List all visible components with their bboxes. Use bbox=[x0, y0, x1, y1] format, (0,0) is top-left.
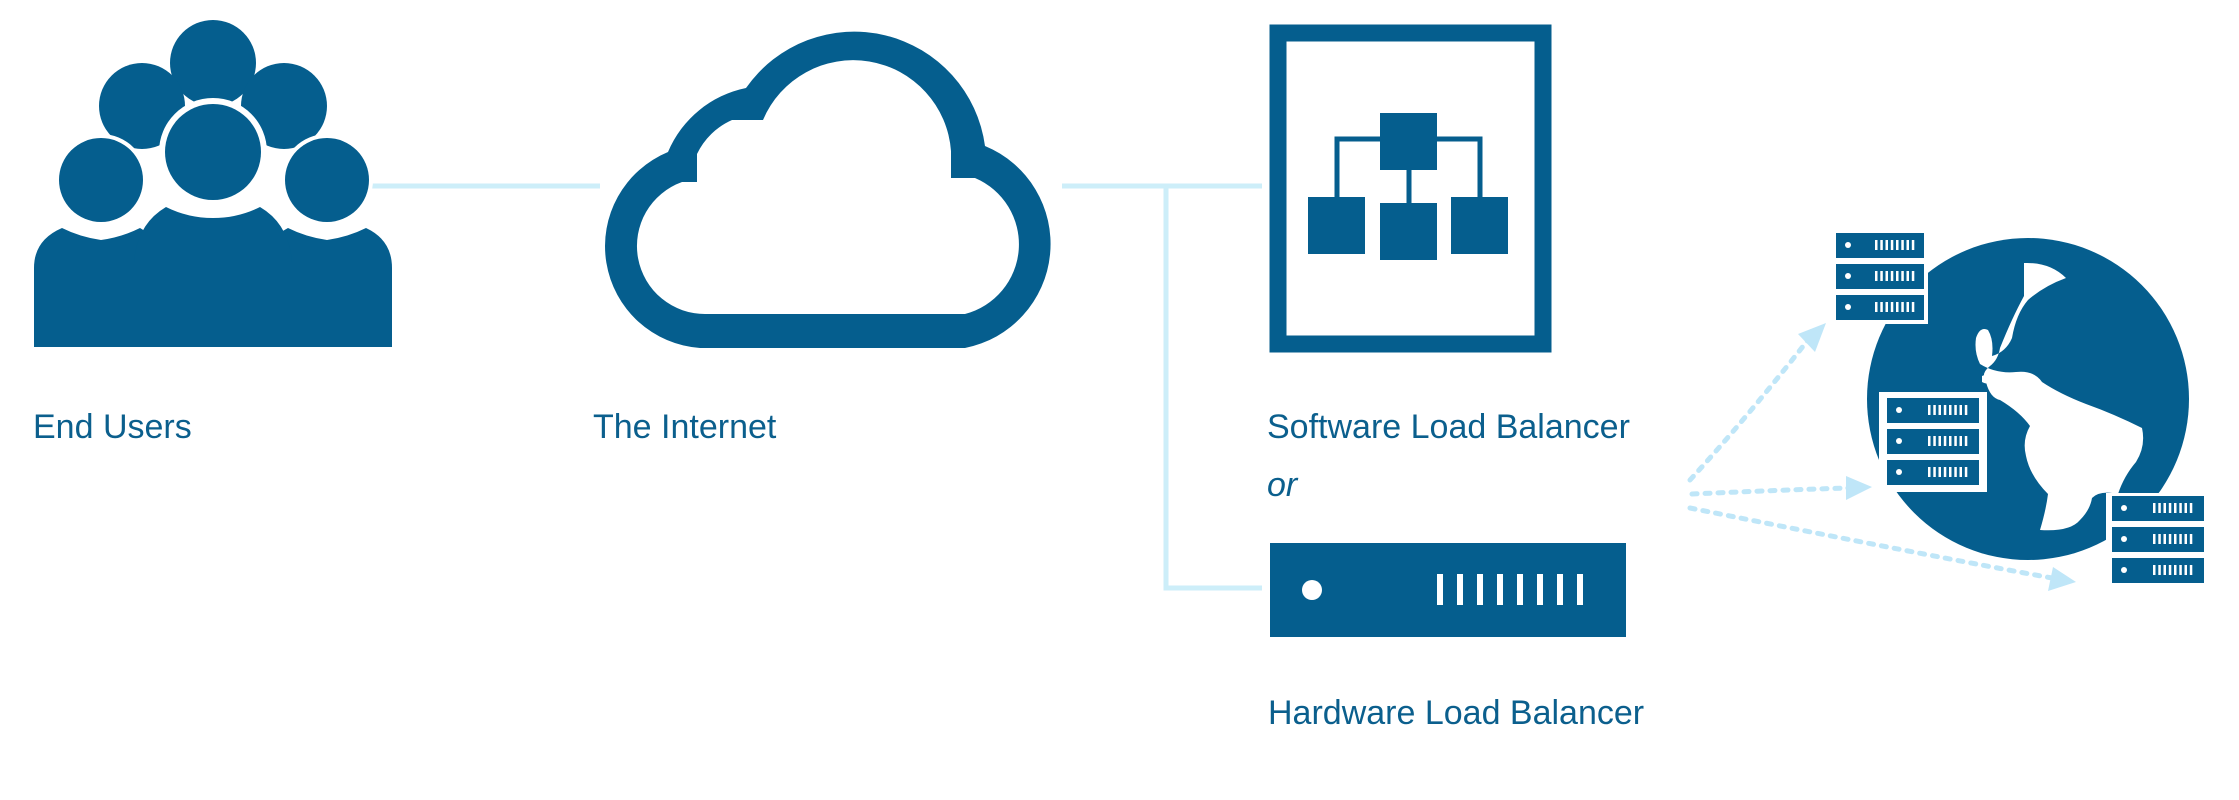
label-software-load-balancer: Software Load Balancer bbox=[1267, 408, 1630, 446]
label-or: or bbox=[1267, 466, 1298, 504]
label-internet: The Internet bbox=[593, 408, 777, 446]
server-stack-top bbox=[1830, 230, 1928, 324]
hierarchy-document-icon bbox=[1269, 24, 1552, 353]
globe-with-servers-icon bbox=[1830, 230, 2208, 587]
label-end-users: End Users bbox=[33, 408, 192, 446]
connector-branch-hlb bbox=[1163, 186, 1262, 591]
cloud-icon bbox=[605, 31, 1051, 349]
label-hardware-load-balancer: Hardware Load Balancer bbox=[1268, 694, 1645, 732]
connectors bbox=[370, 183, 1262, 591]
users-group-icon bbox=[34, 20, 392, 355]
server-stack-bottom bbox=[2106, 493, 2208, 587]
server-appliance-icon bbox=[1270, 543, 1626, 637]
traffic-arrows bbox=[1687, 323, 2076, 591]
server-stack-middle bbox=[1879, 392, 1987, 492]
